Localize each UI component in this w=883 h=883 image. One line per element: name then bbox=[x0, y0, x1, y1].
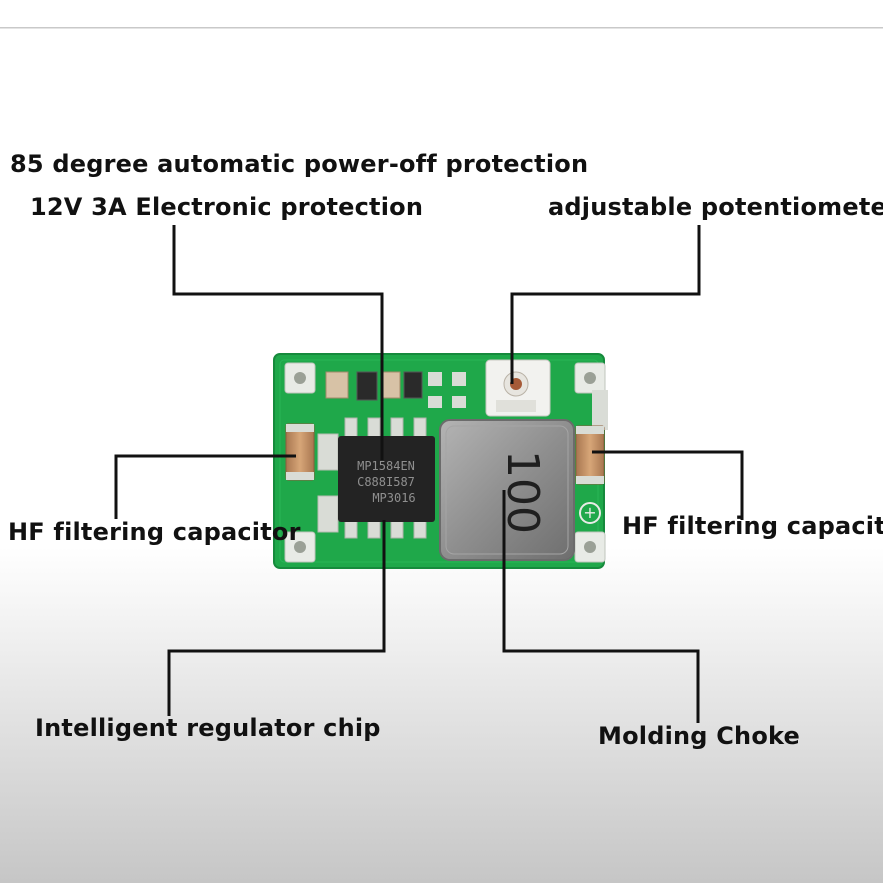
top-border-line bbox=[0, 27, 883, 29]
svg-text:+: + bbox=[583, 503, 596, 522]
regulator-chip: MP1584EN C888I587 MP3016 bbox=[338, 417, 435, 539]
chip-marking-line2: C888I587 bbox=[357, 475, 415, 489]
pcb-board: + bbox=[273, 353, 608, 569]
label-thermal-protection: 85 degree automatic power-off protection bbox=[10, 150, 589, 178]
callout-line-chip bbox=[167, 520, 386, 716]
molding-choke: 100 bbox=[439, 419, 575, 561]
callout-line-choke bbox=[502, 490, 700, 723]
smd-components: + bbox=[317, 371, 608, 533]
chip-marking-line3: MP3016 bbox=[372, 491, 415, 505]
label-regulator-chip: Intelligent regulator chip bbox=[35, 714, 381, 742]
label-potentiometer: adjustable potentiometer bbox=[548, 193, 883, 221]
label-hf-capacitor-left: HF filtering capacitor bbox=[8, 518, 301, 546]
label-electronic-protection: 12V 3A Electronic protection bbox=[30, 193, 424, 221]
label-hf-capacitor-right: HF filtering capacitor bbox=[622, 512, 883, 540]
label-molding-choke: Molding Choke bbox=[598, 722, 801, 750]
hf-capacitor-right bbox=[575, 425, 605, 485]
hf-capacitor-left bbox=[285, 423, 315, 481]
callout-line-potentiometer bbox=[510, 225, 701, 384]
callout-line-hf-left bbox=[114, 454, 296, 519]
chip-marking-line1: MP1584EN bbox=[357, 459, 415, 473]
callout-line-protection bbox=[172, 225, 384, 460]
callout-line-hf-right bbox=[592, 450, 744, 520]
callout-lines bbox=[114, 225, 744, 723]
potentiometer bbox=[485, 359, 551, 417]
